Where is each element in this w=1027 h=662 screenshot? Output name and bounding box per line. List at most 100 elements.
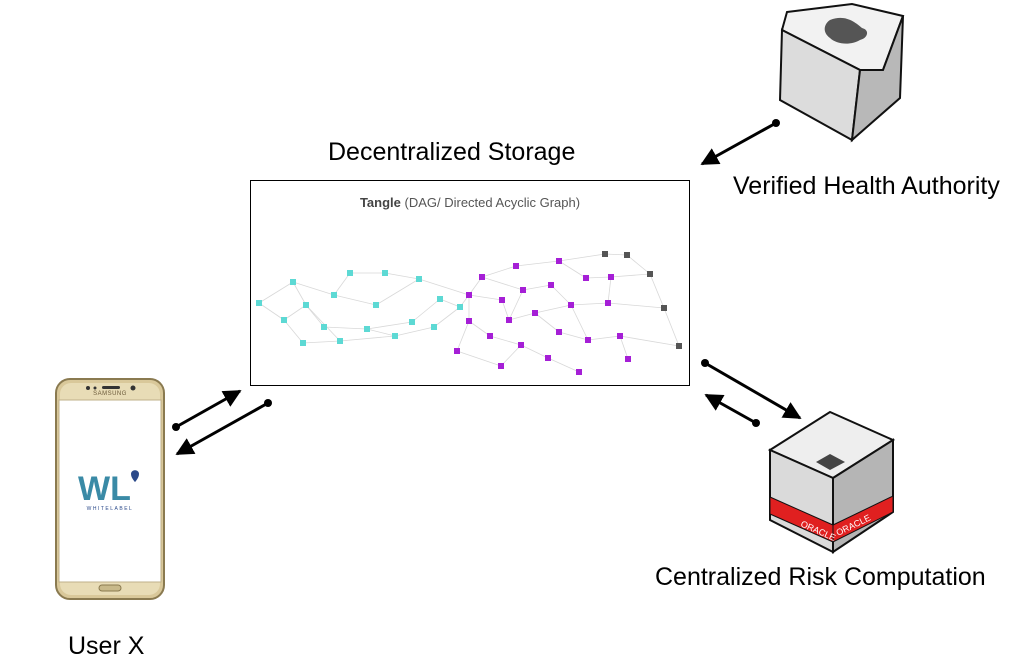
- tangle-edge: [508, 289, 524, 321]
- tangle-edge: [468, 320, 491, 337]
- tangle-edge: [305, 304, 341, 342]
- tangle-node: [281, 317, 287, 323]
- tangle-node: [661, 305, 667, 311]
- tangle-graph: [256, 251, 682, 375]
- tangle-node: [576, 369, 582, 375]
- tangle-node: [585, 337, 591, 343]
- health-authority-label: Verified Health Authority: [733, 172, 1000, 200]
- tangle-edge: [610, 273, 651, 278]
- tangle-node: [382, 270, 388, 276]
- tangle-edge: [333, 272, 351, 296]
- tangle-edge: [292, 281, 307, 306]
- tangle-node: [337, 338, 343, 344]
- tangle-edge: [607, 302, 665, 309]
- tangle-node: [454, 348, 460, 354]
- tangle-edge: [515, 260, 560, 267]
- tangle-edge: [522, 284, 552, 291]
- tangle-edge: [302, 340, 341, 344]
- tangle-edge: [384, 272, 420, 280]
- tangle-node: [300, 340, 306, 346]
- decentralized-storage-label: Decentralized Storage: [328, 138, 576, 166]
- tangle-node: [625, 356, 631, 362]
- tangle-node: [605, 300, 611, 306]
- tangle-node: [608, 274, 614, 280]
- tangle-node: [437, 296, 443, 302]
- tangle-node: [373, 302, 379, 308]
- tangle-edge: [456, 350, 502, 367]
- tangle-edge: [333, 294, 377, 306]
- oracle-server-icon: ORACLE ORACLE: [767, 410, 896, 554]
- risk-computation-label: Centralized Risk Computation: [655, 563, 986, 591]
- wl-logo-icon: WL: [78, 470, 131, 508]
- tangle-edge: [481, 265, 517, 278]
- arrows-storage-risk: [701, 359, 802, 427]
- tangle-title: Tangle (DAG/ Directed Acyclic Graph): [251, 195, 689, 210]
- tangle-edge: [500, 344, 522, 367]
- tangle-node: [347, 270, 353, 276]
- tangle-edge: [456, 320, 470, 352]
- tangle-edge: [604, 253, 628, 256]
- tangle-node: [498, 363, 504, 369]
- tangle-node: [532, 310, 538, 316]
- tangle-edge: [570, 302, 609, 306]
- tangle-edge: [626, 254, 651, 275]
- tangle-edge: [520, 344, 549, 359]
- tangle-node: [487, 333, 493, 339]
- tangle-edge: [375, 278, 420, 306]
- tangle-edge: [439, 298, 461, 308]
- wl-logo-text: WHITELABEL: [86, 506, 134, 512]
- tangle-edge: [607, 276, 612, 304]
- tangle-node: [520, 287, 526, 293]
- tangle-edge: [283, 319, 304, 344]
- tangle-edge: [366, 328, 396, 337]
- tangle-node: [290, 279, 296, 285]
- tangle-edge: [292, 281, 335, 296]
- smartphone-icon: WL SAMSUNG WHITELABEL: [55, 378, 165, 600]
- tangle-node: [416, 276, 422, 282]
- tangle-node: [499, 297, 505, 303]
- tangle-edge: [558, 331, 589, 341]
- tangle-edge: [258, 302, 285, 321]
- tangle-node: [431, 324, 437, 330]
- tangle-node: [583, 275, 589, 281]
- tangle-edge: [418, 278, 470, 296]
- tangle-edge: [501, 299, 510, 321]
- tangle-node: [506, 317, 512, 323]
- tangle-node: [602, 251, 608, 257]
- tangle-edge: [558, 260, 587, 279]
- tangle-node: [617, 333, 623, 339]
- tangle-edge: [587, 335, 621, 341]
- tangle-edge: [619, 335, 680, 347]
- tangle-node: [647, 271, 653, 277]
- tangle-edge: [663, 307, 680, 347]
- tangle-edge: [366, 321, 413, 330]
- phone-brand: SAMSUNG: [93, 391, 127, 397]
- tangle-node: [556, 258, 562, 264]
- tangle-edge: [468, 294, 503, 301]
- tangle-edge: [394, 326, 435, 337]
- arrow-health-storage: [700, 119, 780, 166]
- tangle-edge: [585, 276, 612, 279]
- tangle-node: [479, 274, 485, 280]
- tangle-title-bold: Tangle: [359, 195, 401, 210]
- tangle-edge: [649, 273, 665, 309]
- tangle-node: [331, 292, 337, 298]
- tangle-node: [303, 302, 309, 308]
- tangle-node: [466, 318, 472, 324]
- tangle-node: [548, 282, 554, 288]
- tangle-edge: [558, 253, 606, 262]
- tangle-edge: [489, 335, 522, 346]
- tangle-edge: [619, 335, 629, 360]
- tangle-node: [545, 355, 551, 361]
- arrows-user-storage: [172, 389, 272, 456]
- tangle-node: [392, 333, 398, 339]
- tangle-edge: [323, 326, 368, 330]
- tangle-edge: [339, 335, 396, 342]
- tangle-node: [466, 292, 472, 298]
- tangle-edge: [258, 281, 294, 304]
- health-authority-server-icon: [778, 2, 905, 143]
- tangle-node: [624, 252, 630, 258]
- tangle-node: [364, 326, 370, 332]
- tangle-node: [556, 329, 562, 335]
